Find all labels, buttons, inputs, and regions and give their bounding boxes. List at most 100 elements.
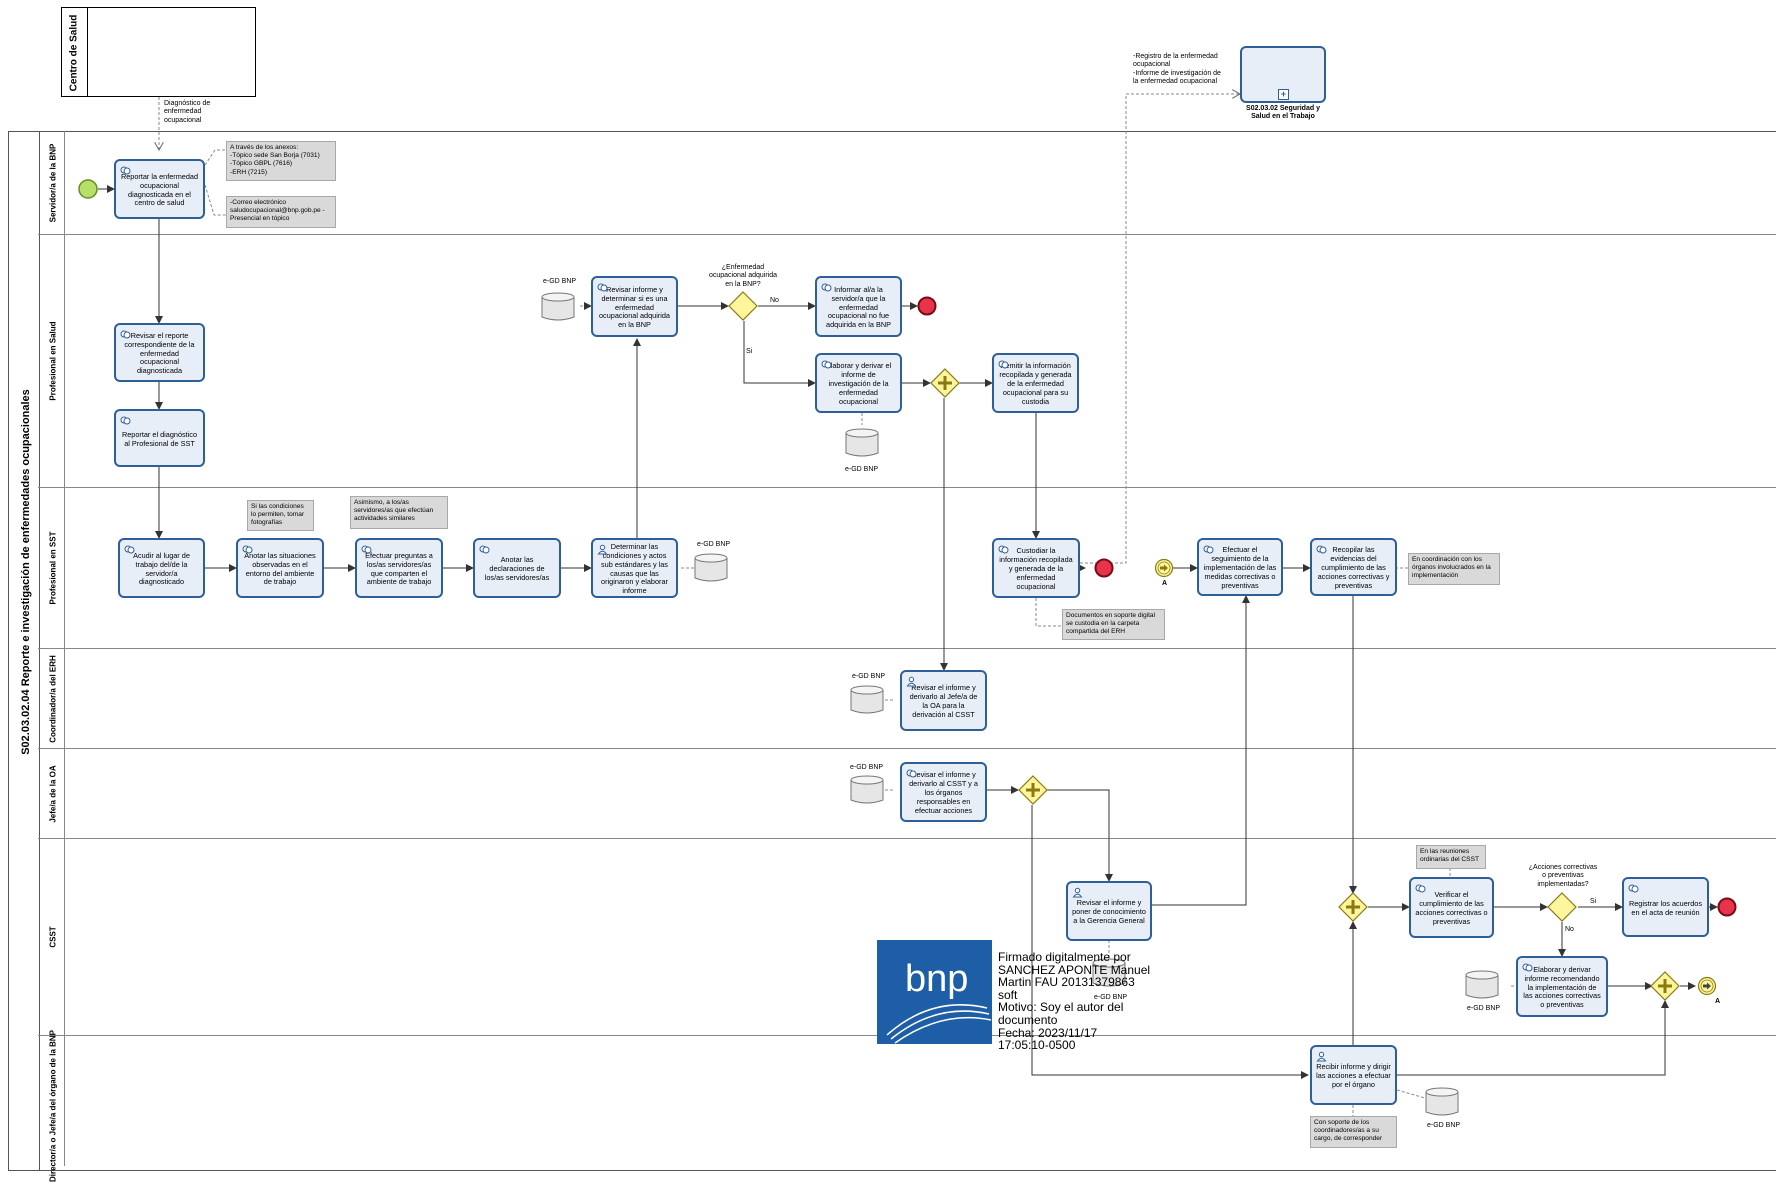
gateway-question: ¿Enfermedad ocupacional adquirida en la … [708,264,778,288]
digital-signature-text: Firmado digitalmente por SANCHEZ APONTE … [998,950,1151,1053]
annotation-note: Con soporte de los coordinadores/as a su… [1310,1116,1397,1148]
flow-edge [1397,1000,1669,1076]
gateway-branch-si: Si [746,348,753,355]
task-label: Revisar el informe y derivarlo al CSST y… [909,770,978,815]
gateway-branch-no: No [1565,926,1574,933]
annotation-note: -Correo electrónico saludocupacional@bnp… [226,196,336,228]
service-task-icon [124,545,135,554]
datastore-icon [541,292,575,321]
datastore-icon [850,685,884,714]
datastore-label: e-GD BNP [845,466,879,473]
task-label: Efectuar el seguimiento de la implementa… [1203,545,1277,590]
service-task-icon [821,360,832,369]
lane-servidor: Servidor/a de la BNP [38,131,1776,235]
task-efectuar-seguimiento[interactable]: Efectuar el seguimiento de la implementa… [1197,538,1283,596]
task-anotar-declaraciones[interactable]: Anotar las declaraciones de los/as servi… [473,538,561,598]
lane-profesional-salud: Profesional en Salud [38,235,1776,488]
task-elaborar-informe-investigacion[interactable]: Elaborar y derivar el informe de investi… [815,353,902,413]
annotation-note: Documentos en soporte digital se custodi… [1062,609,1165,640]
association [204,184,226,216]
association [1035,598,1062,627]
service-task-icon [1316,545,1327,554]
task-informar-servidor[interactable]: Informar al/a la servidor/a que la enfer… [815,276,902,337]
association [204,149,226,166]
task-label: Revisar el informe y derivarlo al Jefe/a… [909,683,978,719]
lane-profesional-sst: Profesional en SST [38,488,1776,649]
task-acudir-lugar[interactable]: Acudir al lugar de trabajo del/de la ser… [118,538,205,598]
task-revisar-derivar-jefe-oa[interactable]: Revisar el informe y derivarlo al Jefe/a… [900,670,987,731]
lane-jefe-oa: Jefe/a de la OA [38,749,1776,839]
service-task-icon [1522,963,1533,972]
message-label: -Registro de la enfermedad ocupacional -… [1133,53,1221,86]
gateway-branch-si: Si [1590,898,1597,905]
service-task-icon [1415,884,1426,893]
task-label: Verificar el cumplimiento de las accione… [1415,890,1488,926]
task-label: Anotar las situaciones observadas en el … [244,550,316,587]
bnp-logo: bnp [877,940,992,1044]
external-pool-centro-salud: Centro de Salud [61,7,256,97]
task-revisar-informe[interactable]: Revisar informe y determinar si es una e… [591,276,678,337]
flow-edge [1031,805,1309,1079]
task-registrar-acuerdos[interactable]: Registrar los acuerdos en el acta de reu… [1622,877,1709,937]
datastore-icon [1465,970,1499,999]
link-throw-event-a [1697,976,1717,996]
lane-coordinador-erh: Coordinador/a del ERH [38,649,1776,749]
task-verificar-cumplimiento[interactable]: Verificar el cumplimiento de las accione… [1409,877,1494,938]
task-revisar-derivar-csst[interactable]: Revisar el informe y derivarlo al CSST y… [900,762,987,822]
task-label: Revisar el informe y poner de conocimien… [1072,898,1146,925]
service-task-icon [597,283,608,292]
datastore-label: e-GD BNP [1467,1005,1501,1012]
user-task-icon [597,544,608,555]
task-reportar-enfermedad[interactable]: Reportar la enfermedad ocupacional diagn… [114,159,205,219]
task-custodiar-informacion[interactable]: Custodiar la información recopilada y ge… [992,538,1080,598]
service-task-icon [998,545,1009,554]
logo-waves [886,1004,992,1044]
datastore-icon [1425,1087,1459,1116]
datastore-icon [1092,958,1126,987]
task-recopilar-evidencias[interactable]: Recopilar las evidencias del cumplimient… [1310,538,1397,596]
task-remitir-informacion[interactable]: Remitir la información recopilada y gene… [992,353,1079,413]
task-label: Revisar informe y determinar si es una e… [599,284,670,330]
task-revisar-gerencia[interactable]: Revisar el informe y poner de conocimien… [1066,881,1152,941]
datastore-icon [850,775,884,804]
task-label: Elaborar y derivar el informe de investi… [825,361,892,406]
annotation-note: Asimismo, a los/as servidores/as que efe… [350,496,448,529]
service-task-icon [120,416,131,425]
logo-text: bnp [905,958,969,1000]
task-label: Elaborar y derivar informe recomendando … [1523,964,1601,1010]
datastore-label: e-GD BNP [850,764,884,771]
task-reportar-diagnostico[interactable]: Reportar el diagnóstico al Profesional d… [114,409,205,467]
task-revisar-reporte[interactable]: Revisar el reporte correspondiente de la… [114,323,205,382]
service-task-icon [1203,545,1214,554]
expand-icon[interactable]: + [1278,89,1289,100]
task-efectuar-preguntas[interactable]: Efectuar preguntas a los/as servidores/a… [355,538,443,598]
task-label: Revisar el reporte correspondiente de la… [124,330,195,376]
lane-director: Director/a o Jefe/a del órgano de la BNP [38,1030,1776,1182]
task-anotar-situaciones[interactable]: Anotar las situaciones observadas en el … [236,538,324,598]
association [1396,1089,1426,1099]
datastore-icon [845,428,879,457]
service-task-icon [120,330,131,339]
datastore-label: e-GD BNP [1427,1122,1461,1129]
task-label: Efectuar preguntas a los/as servidores/a… [365,550,433,587]
user-task-icon [1316,1051,1327,1062]
task-label: Remitir la información recopilada y gene… [999,361,1072,406]
flow-edge [1152,595,1250,906]
user-task-icon [906,676,917,687]
annotation-note: En coordinación con los órganos involucr… [1408,553,1500,585]
annotation-note: A través de los anexos: -Tópico sede San… [226,141,336,181]
task-label: Informar al/a la servidor/a que la enfer… [826,284,891,330]
parallel-gateway [1650,971,1680,1001]
task-elaborar-informe-recomendando[interactable]: Elaborar y derivar informe recomendando … [1516,956,1608,1017]
link-label: A [1162,580,1168,587]
task-determinar-condiciones[interactable]: Determinar las condiciones y actos sub e… [591,538,678,598]
task-label: Reportar la enfermedad ocupacional diagn… [120,171,199,208]
parallel-gateway [1338,892,1368,922]
end-event [917,296,937,316]
task-label: Registrar los acuerdos en el acta de reu… [1628,898,1702,917]
flow-edge [743,321,816,387]
subprocess-label: S02.03.02 Seguridad y Salud en el Trabaj… [1246,105,1320,121]
subprocess-sst[interactable]: + [1240,46,1326,103]
task-recibir-informe[interactable]: Recibir informe y dirigir las acciones a… [1310,1045,1397,1105]
message-flow [1080,94,1240,564]
